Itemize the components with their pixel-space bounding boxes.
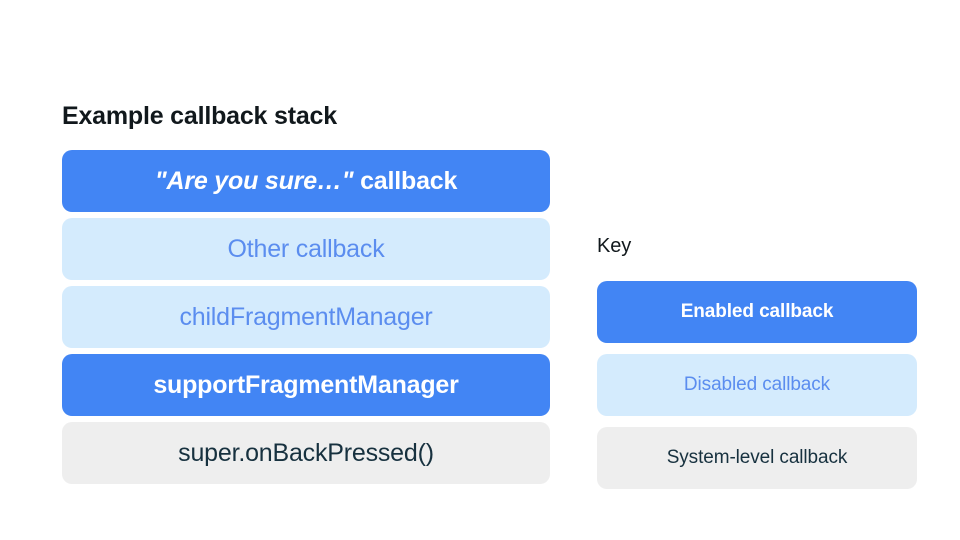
key-legend-panel: Key Enabled callback Disabled callback S… [597, 233, 917, 489]
stack-item-label: super.onBackPressed() [178, 439, 434, 467]
stack-item-label: supportFragmentManager [153, 371, 459, 399]
key-item-disabled-callback: Disabled callback [597, 354, 917, 416]
stack-item-super-on-back-pressed: super.onBackPressed() [62, 422, 550, 484]
callback-stack-panel: Example callback stack "Are you sure…" c… [62, 100, 550, 484]
key-item-label: Disabled callback [683, 374, 831, 395]
key-item-system-level-callback: System-level callback [597, 427, 917, 489]
stack-item-label-plain: callback [353, 167, 458, 195]
key-title: Key [597, 235, 632, 257]
stack-item-are-you-sure: "Are you sure…" callback [62, 150, 550, 212]
stack-item-support-fragment-manager: supportFragmentManager [62, 354, 550, 416]
stack-item-label: childFragmentManager [179, 303, 433, 331]
key-item-label: Enabled callback [680, 301, 834, 322]
stack-item-label: "Are you sure…" callback [154, 166, 458, 196]
key-item-label: System-level callback [666, 447, 848, 468]
page-title: Example callback stack [62, 102, 337, 130]
stack-item-label: Other callback [227, 235, 385, 263]
stack-item-label-quoted: "Are you sure…" [154, 167, 354, 195]
stack-item-child-fragment-manager: childFragmentManager [62, 286, 550, 348]
key-item-enabled-callback: Enabled callback [597, 281, 917, 343]
stack-item-other-callback: Other callback [62, 218, 550, 280]
